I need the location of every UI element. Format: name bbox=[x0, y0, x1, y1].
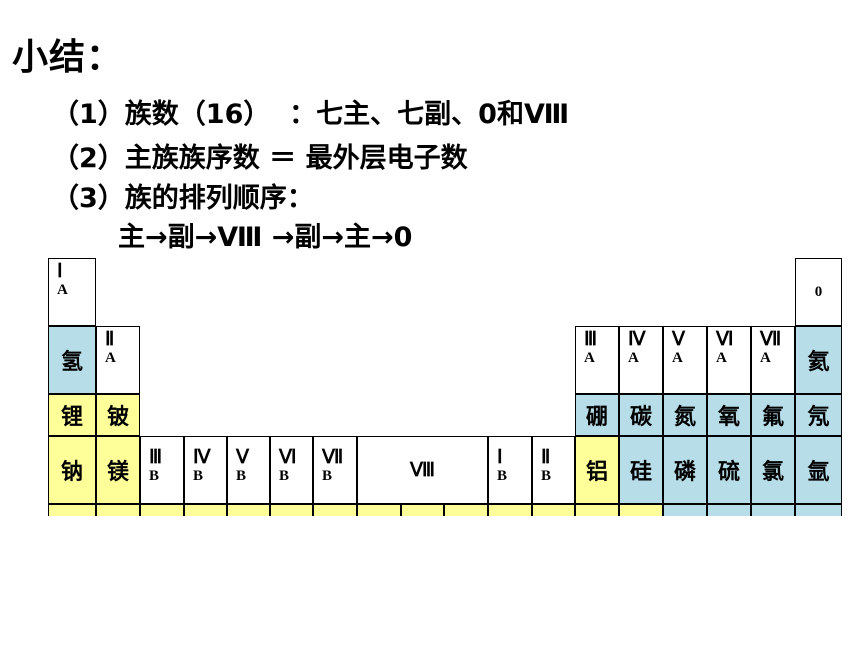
element-C: 碳 bbox=[619, 394, 663, 436]
row4-cell bbox=[488, 504, 532, 516]
element-O: 氧 bbox=[707, 394, 751, 436]
group-roman: Ⅲ bbox=[149, 447, 163, 468]
group-VIB-header: Ⅵ B bbox=[270, 436, 313, 504]
group-VIIB-header: Ⅶ B bbox=[313, 436, 357, 504]
group-letter: B bbox=[279, 468, 290, 484]
group-letter: B bbox=[193, 468, 204, 484]
group-letter: B bbox=[497, 468, 508, 484]
element-Na: 钠 bbox=[48, 436, 96, 504]
group-roman: Ⅴ bbox=[236, 447, 249, 468]
group-letter: A bbox=[760, 350, 771, 366]
group-roman: Ⅶ bbox=[322, 447, 344, 468]
group-IIB-header: Ⅱ B bbox=[532, 436, 575, 504]
group-letter: A bbox=[672, 350, 683, 366]
element-Ne: 氖 bbox=[795, 394, 842, 436]
row4-cell bbox=[663, 504, 707, 516]
slide-title: 小结： bbox=[12, 37, 124, 78]
element-P: 磷 bbox=[663, 436, 707, 504]
group-VIA-header: Ⅵ A bbox=[707, 326, 751, 394]
element-F: 氟 bbox=[751, 394, 795, 436]
row4-cell bbox=[575, 504, 619, 516]
element-Be: 铍 bbox=[96, 394, 140, 436]
row4-cell bbox=[707, 504, 751, 516]
group-letter: B bbox=[541, 468, 552, 484]
row4-cell bbox=[48, 504, 96, 516]
group-roman: Ⅵ bbox=[279, 447, 297, 468]
element-Cl: 氯 bbox=[751, 436, 795, 504]
group-roman: Ⅰ bbox=[497, 447, 503, 468]
group-roman: Ⅴ bbox=[672, 329, 685, 350]
row4-cell bbox=[184, 504, 227, 516]
row4-cell bbox=[619, 504, 663, 516]
summary-line-3: （3）族的排列顺序： bbox=[52, 183, 314, 214]
group-VIIA-header: Ⅶ A bbox=[751, 326, 795, 394]
row4-cell bbox=[270, 504, 313, 516]
group-letter: A bbox=[105, 350, 116, 366]
group-VB-header: Ⅴ B bbox=[227, 436, 270, 504]
row4-cell bbox=[313, 504, 357, 516]
row4-cell bbox=[532, 504, 575, 516]
element-Si: 硅 bbox=[619, 436, 663, 504]
group-IVA-header: Ⅳ A bbox=[619, 326, 663, 394]
summary-line-1: （1）族数（16） ：七主、七副、0和Ⅷ bbox=[52, 99, 570, 130]
group-roman: Ⅲ bbox=[584, 329, 598, 350]
group-letter: B bbox=[236, 468, 247, 484]
summary-line-4: 主→副→Ⅷ →副→主→0 bbox=[118, 222, 413, 253]
group-VA-header: Ⅴ A bbox=[663, 326, 707, 394]
group-letter: A bbox=[584, 350, 595, 366]
group-roman: Ⅰ bbox=[57, 261, 63, 282]
group-IIIA-header: Ⅲ A bbox=[575, 326, 619, 394]
element-S: 硫 bbox=[707, 436, 751, 504]
group-roman: Ⅶ bbox=[760, 329, 782, 350]
row4-cell bbox=[795, 504, 842, 516]
group-IA-header: Ⅰ A bbox=[48, 258, 96, 326]
element-H: 氢 bbox=[48, 326, 96, 394]
group-IVB-header: Ⅳ B bbox=[184, 436, 227, 504]
row4-cell bbox=[227, 504, 270, 516]
row4-cell bbox=[444, 504, 488, 516]
element-N: 氮 bbox=[663, 394, 707, 436]
element-Ar: 氩 bbox=[795, 436, 842, 504]
group-roman: Ⅳ bbox=[193, 447, 211, 468]
element-Li: 锂 bbox=[48, 394, 96, 436]
row4-cell bbox=[401, 504, 444, 516]
group-roman: Ⅱ bbox=[541, 447, 551, 468]
group-IB-header: Ⅰ B bbox=[488, 436, 532, 504]
group-letter: A bbox=[716, 350, 727, 366]
row4-cell bbox=[96, 504, 140, 516]
element-Al: 铝 bbox=[575, 436, 619, 504]
group-IIA-header: Ⅱ A bbox=[96, 326, 140, 394]
row4-cell bbox=[751, 504, 795, 516]
group-roman: Ⅵ bbox=[716, 329, 734, 350]
group-roman: Ⅳ bbox=[628, 329, 646, 350]
group-letter: A bbox=[628, 350, 639, 366]
group-VIII-header: Ⅷ bbox=[357, 436, 488, 504]
group-roman: Ⅱ bbox=[105, 329, 115, 350]
summary-line-2: （2）主族族序数 ＝ 最外层电子数 bbox=[52, 143, 468, 174]
element-He: 氦 bbox=[795, 326, 842, 394]
element-B: 硼 bbox=[575, 394, 619, 436]
group-IIIB-header: Ⅲ B bbox=[140, 436, 184, 504]
group-0-header: 0 bbox=[795, 258, 842, 326]
element-Mg: 镁 bbox=[96, 436, 140, 504]
row4-cell bbox=[140, 504, 184, 516]
row4-cell bbox=[357, 504, 401, 516]
group-letter: B bbox=[322, 468, 333, 484]
group-letter: B bbox=[149, 468, 160, 484]
group-letter: A bbox=[57, 282, 68, 298]
